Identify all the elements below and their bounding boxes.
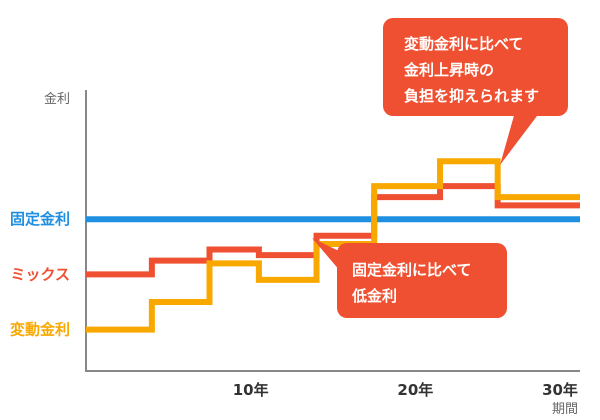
callout-lower-tail [312,238,341,272]
x-tick-label: 30年 [542,381,578,399]
callout-upper-line-2: 金利上昇時の [403,61,494,79]
series-label-fixed: 固定金利 [10,210,70,228]
callout-upper-line-3: 負担を抑えられます [404,87,539,105]
callout-lower: 固定金利に比べて 低金利 [312,238,507,318]
series-label-variable: 変動金利 [10,321,70,339]
callout-upper-tail [500,112,540,165]
series-label-mixed: ミックス [10,265,70,283]
callout-lower-box [337,243,507,318]
callout-lower-line-2: 低金利 [351,287,397,305]
x-axis-title: 期間 [552,402,578,417]
x-tick-label: 10年 [233,381,269,399]
callout-lower-line-1: 固定金利に比べて [352,261,471,279]
series-line-variable [86,158,580,333]
callout-upper-box [383,18,568,116]
callout-upper-line-1: 変動金利に比べて [404,35,523,53]
callout-upper: 変動金利に比べて 金利上昇時の 負担を抑えられます [383,18,568,165]
x-tick-label: 20年 [397,381,433,399]
y-axis-title: 金利 [44,91,70,107]
